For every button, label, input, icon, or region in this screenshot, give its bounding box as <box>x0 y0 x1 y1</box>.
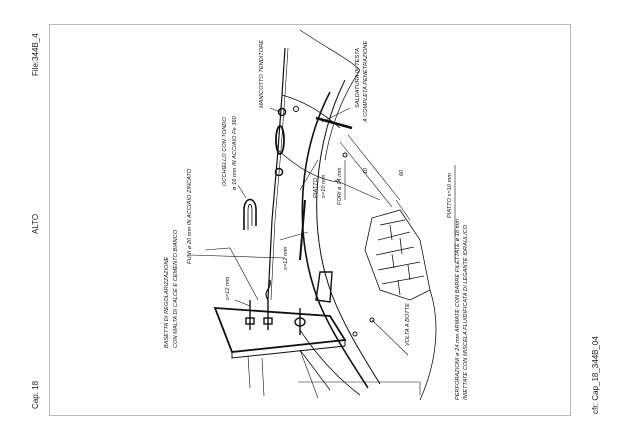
label-s12-mid: s=12 mm <box>283 246 289 270</box>
label-dim-10: 10 <box>363 167 369 174</box>
arch-extrados <box>316 79 381 385</box>
drawing-frame <box>49 24 571 416</box>
label-perforazioni-2: INIETTATE CON MISCELA FLUIDIFICATA DI LE… <box>463 224 469 400</box>
label-occhiello-dim: ø 16 mm IN ACCIAIO Fe 360 <box>232 116 238 190</box>
eye-hook <box>243 198 257 230</box>
turnbuckle-eye-top <box>277 107 287 117</box>
turnbuckle <box>275 125 285 155</box>
label-piatto-s10: s=10 mm <box>321 174 327 198</box>
label-manicotto: MANICOTTO TENDITORE <box>259 39 265 108</box>
leader-lines <box>189 107 456 395</box>
label-fori: FORI ø 14 mm <box>337 167 343 205</box>
label-basetta-2: CON MALTA DI CALCE E CEMENTO BIANCO <box>173 229 179 348</box>
label-piatto-top: PIATTO <box>313 178 319 198</box>
label-s12-left: s=12 mm <box>225 276 231 300</box>
vault-masonry <box>299 209 437 401</box>
arch-intrados <box>301 91 369 389</box>
label-perforazioni-1: PERFORAZIONI ø 24 mm ARMATE CON BARRE FI… <box>455 218 461 400</box>
label-saldatura-2: A COMPLETA PENETRAZIONE <box>363 40 369 122</box>
label-fune: FUNI ø 20 mm IN ACCIAIO ZINCATO <box>187 168 193 264</box>
label-saldatura-1: SALDATURA IN TESTA <box>355 47 361 108</box>
label-volta: VOLTA A BOTTE <box>405 303 411 346</box>
anchor-bolts <box>245 300 306 335</box>
label-dim-60: 60 <box>399 169 405 176</box>
label-basetta-1: BASETTA DI REGOLARIZZAZIONE <box>164 256 170 348</box>
base-plate <box>213 307 347 353</box>
label-occhiello: OCCHIELLO CON TONDO <box>222 117 228 186</box>
side-plate <box>299 199 306 261</box>
label-piatto-right: PIATTO s=10 mm <box>447 172 453 218</box>
turnbuckle-eye-bottom <box>274 167 284 177</box>
